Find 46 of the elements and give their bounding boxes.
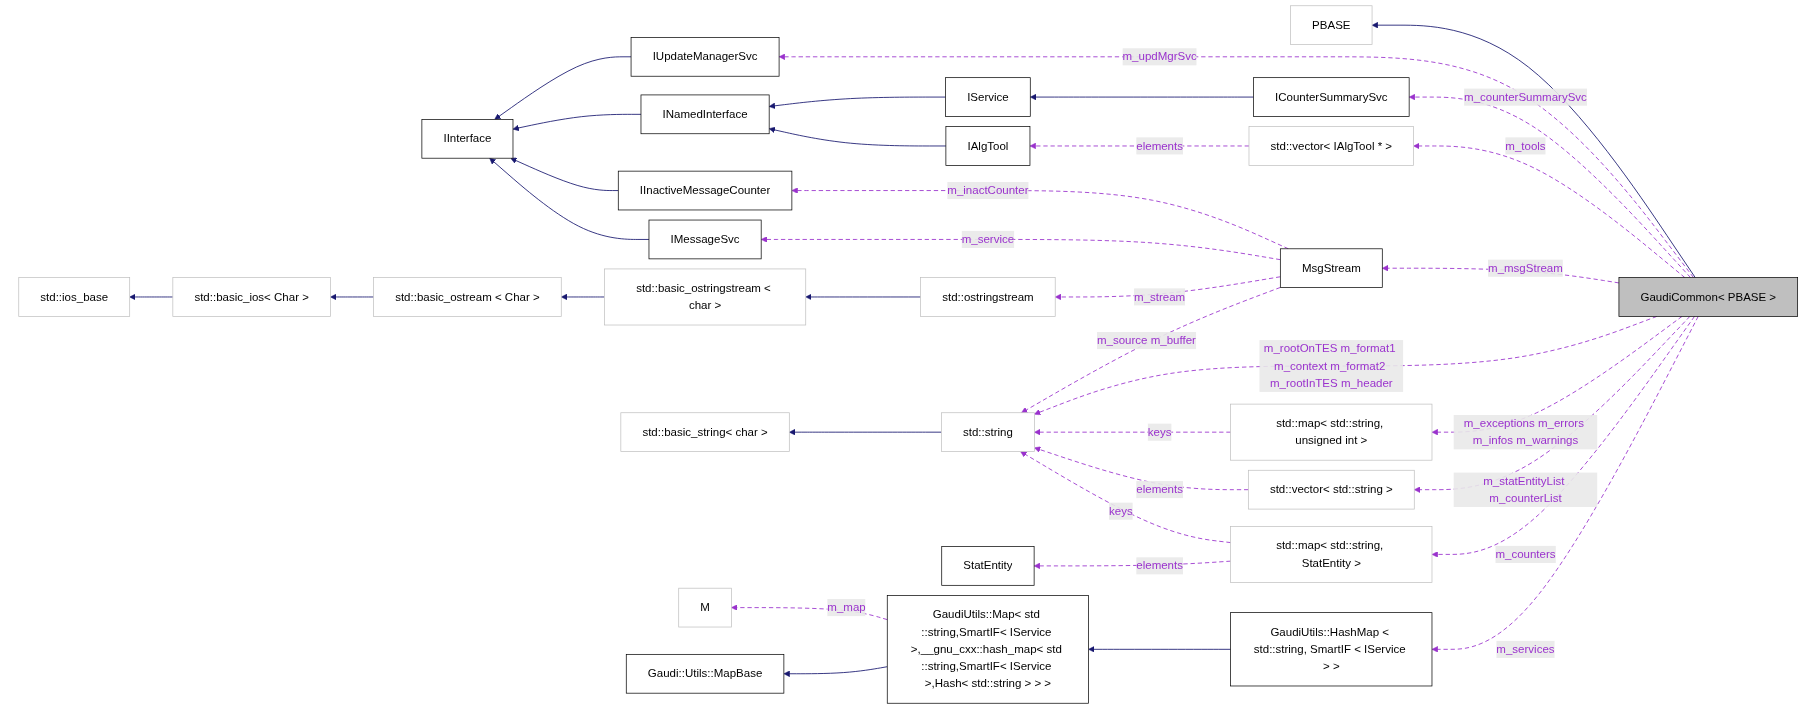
node-box: GaudiCommon< PBASE > — [1618, 277, 1798, 317]
node-box: INamedInterface — [640, 94, 770, 135]
edge-label: m_services — [1496, 642, 1555, 656]
node-box: M — [678, 587, 732, 628]
node-box: std::basic_ostream < Char > — [373, 277, 562, 317]
edge-label: m_rootOnTES m_format1 m_context m_format2 m_rootInTES m_header — [1263, 342, 1396, 390]
node-box: std::basic_ostringstream < char > — [603, 268, 806, 326]
node-box: std::string — [940, 412, 1035, 452]
edge-label: m_msgStream — [1487, 261, 1563, 274]
edge-label: m_stream — [1133, 290, 1185, 303]
node-box: ICounterSummarySvc — [1252, 77, 1410, 117]
node-box: IUpdateManagerSvc — [630, 37, 780, 77]
node-box: std::map< std::string, unsigned int > — [1230, 403, 1433, 461]
node-box: IMessageSvc — [648, 219, 762, 260]
node-box: std::basic_string< char > — [620, 412, 790, 452]
node-box: MsgStream — [1279, 248, 1383, 288]
edge-label: m_counters — [1495, 547, 1556, 561]
node-box: IInterface — [421, 119, 514, 159]
edge-label: m_statEntityList m_counterList — [1483, 474, 1565, 505]
node-box: PBASE — [1290, 5, 1373, 45]
edge-label: elements — [1136, 483, 1183, 496]
node-box: std::map< std::string, StatEntity > — [1230, 526, 1433, 583]
edge-label: m_counterSummarySvc — [1463, 90, 1587, 103]
node-box: Gaudi::Utils::MapBase — [625, 654, 785, 694]
edge-label: m_tools — [1505, 139, 1546, 152]
node-box: GaudiUtils::HashMap < std::string, SmartIF < IService > > — [1230, 612, 1433, 687]
node-box: IService — [945, 77, 1031, 117]
node-box: std::vector< IAlgTool * > — [1248, 126, 1414, 166]
edge-label: keys — [1147, 425, 1172, 438]
edge-label: m_updMgrSvc — [1122, 50, 1197, 63]
edge-label: m_exceptions m_errors m_infos m_warnings — [1463, 417, 1584, 447]
edge-label: m_source m_buffer — [1096, 334, 1196, 347]
node-box: IInactiveMessageCounter — [617, 170, 793, 211]
node-box: std::ios_base — [18, 277, 130, 317]
node-box: IAlgTool — [945, 126, 1031, 166]
node-box: GaudiUtils::Map< std ::string,SmartIF< IService >,__gnu_cxx::hash_map< std ::string,SmartIF< IService >,Hash< std::string > > > — [886, 595, 1089, 704]
edge-label: elements — [1136, 139, 1183, 152]
edge-label: m_map — [827, 601, 866, 614]
node-box: std::ostringstream — [920, 277, 1056, 317]
edge-label: keys — [1108, 504, 1133, 517]
node-box: std::basic_ios< Char > — [172, 277, 331, 317]
edge-label: m_service — [961, 232, 1014, 246]
node-box: StatEntity — [941, 546, 1035, 586]
edge-label: elements — [1136, 559, 1183, 572]
edge-label: m_inactCounter — [947, 184, 1029, 197]
node-box: std::vector< std::string > — [1247, 469, 1415, 510]
